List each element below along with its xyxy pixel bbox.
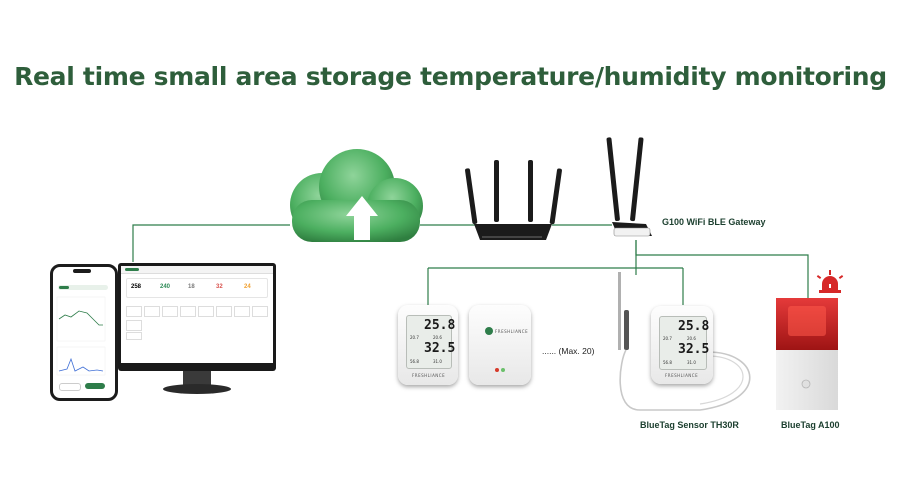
phone-chart — [56, 296, 106, 376]
sensor-logo-icon — [485, 327, 493, 335]
sensor-plain: FRESHLIANCE — [469, 305, 531, 385]
led-red-icon — [495, 368, 499, 372]
max-sensors-note: ...... (Max. 20) — [542, 346, 595, 356]
sensor-display-1: 25.8 20.7 20.6 32.5 56.8 31.0 FRESHLIANC… — [398, 305, 458, 385]
th30r-temp: 25.8 — [678, 319, 710, 334]
sensor-brand: FRESHLIANCE — [412, 373, 446, 378]
sensor-plain-brand: FRESHLIANCE — [495, 329, 529, 334]
gateway-label: G100 WiFi BLE Gateway — [662, 217, 766, 227]
dashboard-card-row: 258 240 18 32 24 — [126, 278, 268, 298]
th30r-lcd: 25.8 20.7 20.6 32.5 56.8 31.0 — [659, 316, 710, 370]
sensor-hum-min: 56.8 — [410, 359, 419, 364]
th30r-hum-max: 31.0 — [687, 360, 696, 365]
dashboard-tab-active[interactable] — [125, 268, 139, 271]
th30r-label: BlueTag Sensor TH30R — [640, 420, 739, 430]
card-value-1: 258 — [131, 284, 142, 290]
dashboard-device-grid — [126, 300, 268, 340]
sensor-temp-min: 20.7 — [410, 335, 419, 340]
card-value-3: 18 — [188, 284, 195, 290]
sensor-temp-max: 20.6 — [433, 335, 442, 340]
th30r-temp-min: 20.7 — [663, 336, 672, 341]
phone-secondary-button[interactable] — [59, 383, 81, 391]
card-value-5: 24 — [244, 284, 251, 290]
th30r-hum-min: 56.8 — [663, 360, 672, 365]
dashboard-header — [121, 266, 273, 274]
th30r-temp-max: 20.6 — [687, 336, 696, 341]
sensor-lcd: 25.8 20.7 20.6 32.5 56.8 31.0 — [406, 315, 456, 369]
sensor-temp: 25.8 — [424, 318, 456, 333]
card-value-2: 240 — [160, 284, 171, 290]
phone-icon — [50, 264, 118, 401]
a100-label: BlueTag A100 — [781, 420, 840, 430]
th30r-brand: FRESHLIANCE — [665, 373, 699, 378]
sensor-th30r: 25.8 20.7 20.6 32.5 56.8 31.0 FRESHLIANC… — [651, 306, 713, 384]
card-value-4: 32 — [216, 284, 223, 290]
phone-tabs[interactable] — [58, 285, 108, 290]
sensor-hum-max: 31.0 — [433, 359, 442, 364]
dashboard-screen: 258 240 18 32 24 — [121, 266, 273, 363]
sensor-hum: 32.5 — [424, 341, 456, 356]
th30r-hum: 32.5 — [678, 342, 710, 357]
led-green-icon — [501, 368, 505, 372]
page-title: Real time small area storage temperature… — [14, 62, 887, 91]
phone-primary-button[interactable] — [85, 383, 105, 389]
